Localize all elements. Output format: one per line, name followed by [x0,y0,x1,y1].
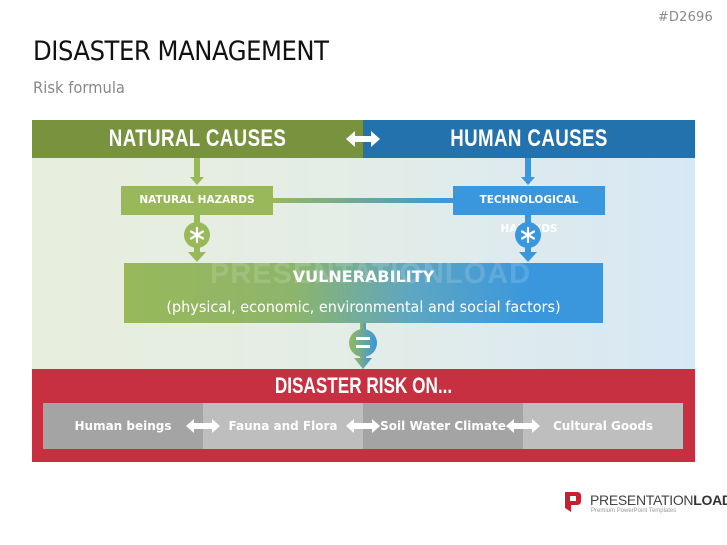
double-arrow-icon [506,419,540,433]
risk-target-human-beings: Human beings [43,403,203,449]
presentationload-logo-icon [563,490,583,514]
technological-hazards-box: TECHNOLOGICAL HAZARDS [453,186,605,235]
vulnerability-box: VULNERABILITY (physical, economic, envir… [124,263,603,323]
brand-name: PRESENTATIONLOAD® [590,492,727,508]
hazard-connector-line [273,198,453,203]
double-arrow-icon [346,130,380,148]
multiply-operator-icon [514,215,542,263]
watermark: PRESENTATIONLOAD [210,258,532,290]
double-arrow-icon [346,419,380,433]
arrow-down-icon [190,158,204,186]
multiply-operator-icon [183,215,211,263]
page-subtitle: Risk formula [33,78,125,97]
human-causes-label: HUMAN CAUSES [450,125,608,152]
brand-name-bold: LOAD [693,492,727,508]
page-title: DISASTER MANAGEMENT [33,36,329,67]
brand-tagline: Premium PowerPoint Templates [591,508,677,514]
risk-target-soil-water-climate: Soil Water Climate [363,403,523,449]
equals-operator-icon [348,323,378,371]
risk-target-cultural-goods: Cultural Goods [523,403,683,449]
vulnerability-subtitle: (physical, economic, environmental and s… [166,298,561,316]
disaster-risk-title: DISASTER RISK ON... [274,373,453,398]
natural-hazards-box: NATURAL HAZARDS [121,186,273,215]
brand-name-regular: PRESENTATION [590,492,694,508]
natural-causes-label: NATURAL CAUSES [108,125,287,152]
double-arrow-icon [186,419,220,433]
vulnerability-title: VULNERABILITY [292,267,435,286]
risk-target-fauna-flora: Fauna and Flora [203,403,363,449]
natural-causes-bar: NATURAL CAUSES [32,120,363,158]
human-causes-bar: HUMAN CAUSES [363,120,695,158]
slide-code: #D2696 [657,10,713,25]
arrow-down-icon [521,158,535,186]
